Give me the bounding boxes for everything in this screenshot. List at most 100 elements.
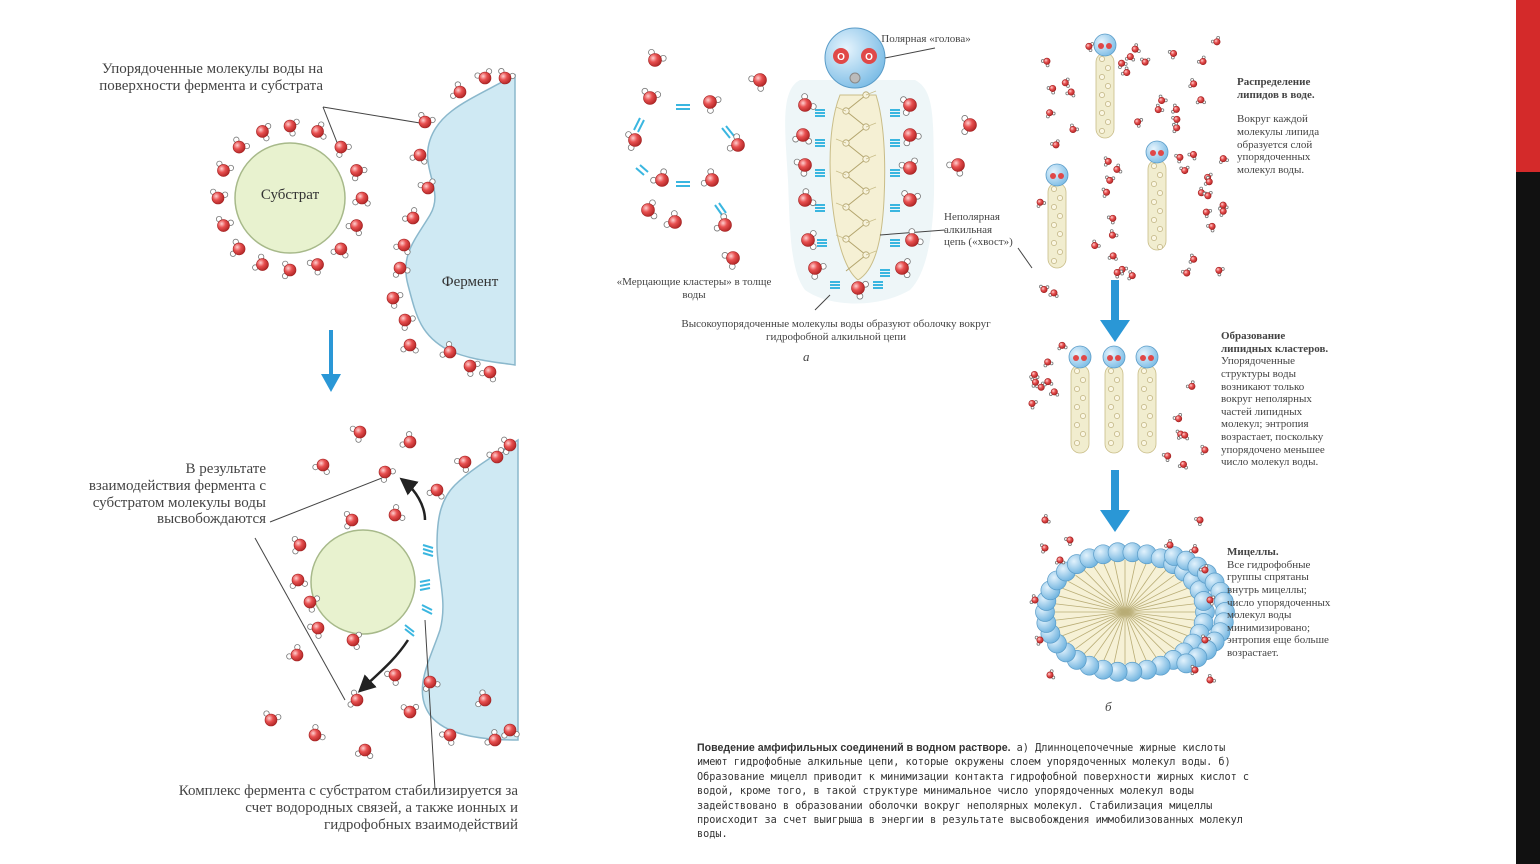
water-molecule — [1179, 165, 1190, 175]
caption-title: Поведение амфифильных соединений в водно… — [697, 742, 1011, 754]
water-molecule — [808, 261, 827, 280]
water-molecule — [1197, 55, 1207, 66]
water-molecule — [400, 703, 420, 719]
water-molecule — [1029, 594, 1039, 605]
step3-text-block: Мицеллы. Все гидрофобные группы спрятаны… — [1227, 546, 1335, 660]
water-molecule — [475, 689, 492, 708]
water-molecule — [792, 128, 813, 145]
step1-title: Распределение липидов в воде. — [1237, 76, 1315, 101]
water-molecule — [215, 216, 234, 232]
water-molecule — [1028, 399, 1038, 410]
water-molecule — [418, 112, 436, 129]
nonpolar-tail-label: Неполярная алкильная цепь («хвост») — [944, 211, 1013, 249]
water-molecule — [352, 191, 371, 207]
water-molecule — [463, 359, 481, 377]
water-molecule — [726, 133, 745, 152]
water-molecule — [851, 280, 869, 300]
substrate-label: Субстрат — [260, 187, 320, 203]
water-molecule — [306, 258, 324, 276]
water-molecule — [1218, 206, 1227, 217]
water-molecule — [350, 164, 368, 182]
water-molecule — [393, 238, 411, 256]
water-molecule — [1202, 190, 1213, 200]
water-molecule — [484, 729, 502, 747]
polar-head-label: Полярная «голова» — [881, 33, 971, 45]
water-molecule — [641, 199, 658, 220]
water-molecule — [1190, 664, 1199, 676]
water-molecule — [961, 115, 977, 135]
water-molecule — [210, 188, 229, 205]
water-molecule — [1218, 201, 1229, 210]
water-molecule — [232, 136, 250, 154]
water-molecule — [1040, 543, 1049, 554]
water-molecule — [1206, 595, 1216, 606]
micelle — [1035, 542, 1235, 682]
water-molecule — [1113, 163, 1123, 174]
water-molecule — [439, 728, 457, 746]
water-molecule — [388, 504, 406, 522]
lipid-molecules — [1045, 33, 1169, 454]
water-molecule — [1161, 452, 1172, 462]
water-molecule — [1036, 198, 1047, 208]
water-molecule — [703, 95, 722, 114]
water-molecule — [1091, 239, 1101, 250]
water-molecule — [1108, 229, 1119, 239]
water-molecule — [1171, 103, 1180, 114]
water-molecule — [663, 210, 682, 229]
water-molecule — [283, 118, 300, 137]
water-molecule — [700, 168, 719, 187]
alkyl-chain — [835, 90, 877, 272]
water-molecule — [1210, 35, 1221, 46]
water-molecule — [384, 668, 402, 686]
arrow-step1 — [1100, 280, 1130, 342]
panel-a-letter: а — [803, 349, 810, 364]
slide-accent-bar-black — [1516, 172, 1540, 864]
water-molecule — [498, 68, 516, 85]
water-molecule — [1199, 564, 1209, 574]
figure-caption: Поведение амфифильных соединений в водно… — [697, 741, 1257, 843]
polar-head: O O — [824, 27, 886, 89]
step1-text-block: Распределение липидов в воде. Вокруг каж… — [1237, 76, 1349, 176]
water-molecule — [400, 338, 419, 354]
water-molecule — [1046, 109, 1056, 119]
water-molecule — [1134, 118, 1144, 128]
water-molecule — [402, 207, 420, 225]
water-molecule — [1158, 94, 1168, 105]
water-molecule — [1050, 139, 1060, 149]
water-molecule — [721, 251, 740, 270]
svg-text:O: O — [865, 52, 873, 63]
water-molecule — [256, 123, 272, 142]
water-molecule — [625, 131, 642, 151]
water-molecule — [1200, 444, 1209, 456]
water-molecule — [307, 621, 325, 639]
step2-text: Упорядоченные структуры воды возникают т… — [1221, 355, 1325, 469]
ordered-water-label: Упорядоченные молекулы воды на поверхнос… — [99, 61, 323, 94]
lipid — [1068, 345, 1092, 454]
step1-text: Вокруг каждой молекулы липида образуется… — [1237, 113, 1320, 176]
water-molecule — [334, 140, 352, 158]
water-molecule — [1154, 103, 1165, 114]
water-molecule — [426, 483, 445, 500]
water-molecule — [905, 228, 924, 247]
water-molecule — [378, 465, 396, 483]
water-molecule — [1140, 57, 1151, 66]
water-molecule — [1177, 460, 1188, 470]
water-molecule — [1057, 341, 1068, 351]
water-molecule — [1189, 544, 1199, 554]
step2-title: Образование липидных кластеров. — [1221, 330, 1329, 355]
water-molecule — [1174, 153, 1184, 164]
water-molecule — [501, 723, 520, 739]
svg-text:O: O — [837, 52, 845, 63]
water-molecule — [422, 675, 441, 692]
water-molecule — [1164, 539, 1174, 549]
water-molecule — [1179, 431, 1190, 441]
water-molecule — [1202, 208, 1213, 219]
water-molecule — [311, 121, 327, 140]
water-molecule — [946, 158, 965, 177]
water-molecule — [303, 595, 321, 613]
water-molecule — [1215, 266, 1225, 277]
water-molecule — [343, 510, 359, 530]
water-molecule — [641, 87, 662, 105]
water-molecule — [1180, 267, 1191, 277]
